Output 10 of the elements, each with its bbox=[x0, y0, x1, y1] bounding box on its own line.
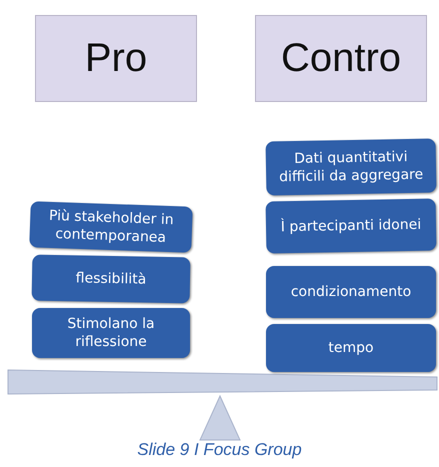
heading-box: Contro bbox=[255, 15, 427, 102]
pro-box: flessibilità bbox=[32, 254, 190, 304]
pro-box: Più stakeholder in contemporanea bbox=[29, 201, 193, 253]
contro-box: Ì partecipanti idonei bbox=[266, 198, 436, 254]
contro-box: condizionamento bbox=[266, 266, 436, 318]
heading-box: Pro bbox=[35, 15, 197, 102]
caption: Slide 9 I Focus Group bbox=[136, 440, 303, 460]
pro-box: Stimolano la riflessione bbox=[32, 308, 190, 358]
contro-box: Dati quantitativi difficili da aggregare bbox=[266, 138, 436, 196]
contro-box: tempo bbox=[266, 324, 436, 372]
